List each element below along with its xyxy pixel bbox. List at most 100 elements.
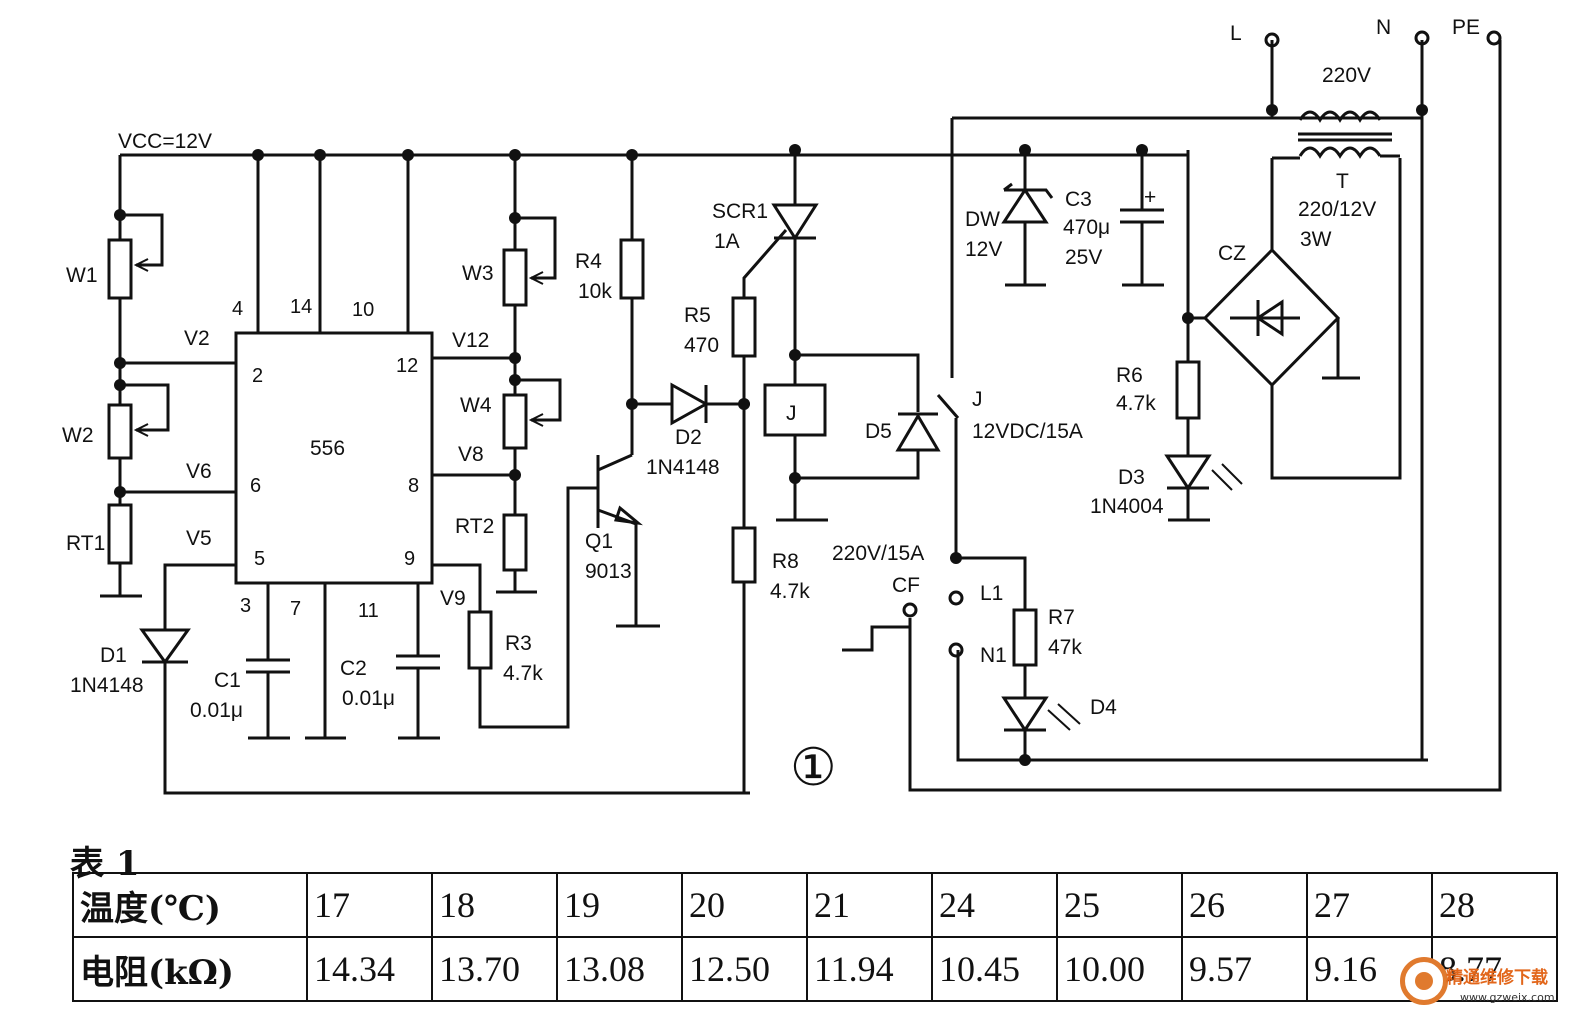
label-r4: R4 — [575, 250, 602, 273]
label-r3-val: 4.7k — [503, 662, 543, 685]
label-r3: R3 — [505, 632, 532, 655]
label-v5: V5 — [186, 527, 212, 550]
resistor-r7 — [1012, 608, 1038, 667]
q1-stage: R4 10k Q1 9013 D2 1N4148 — [575, 155, 750, 628]
left-divider: W1 W2 RT1 V2 V6 V5 — [62, 155, 236, 598]
label-r5-val: 470 — [684, 334, 719, 357]
pin-3: 3 — [240, 595, 251, 617]
watermark: 精通维修下载 www.gzweix.com — [1400, 955, 1575, 1017]
label-pe: PE — [1452, 16, 1480, 39]
circuit-schematic: VCC=12V W1 W2 RT1 V2 V6 V5 556 4 14 10 2… — [62, 16, 1502, 798]
label-vcc: VCC=12V — [118, 130, 212, 153]
table-cell: 13.70 — [431, 936, 558, 1002]
label-j-val: 12VDC/15A — [972, 420, 1083, 443]
resistor-w1 — [107, 238, 133, 300]
label-w1: W1 — [66, 264, 98, 287]
label-v9: V9 — [440, 587, 466, 610]
table-cell: 28 — [1431, 872, 1558, 938]
label-c2-val: 0.01μ — [342, 687, 395, 710]
label-scr1: SCR1 — [712, 200, 768, 223]
resistor-r6 — [1175, 360, 1201, 420]
label-t: T — [1336, 170, 1349, 193]
label-r7: R7 — [1048, 606, 1075, 629]
table-cell: 9.57 — [1181, 936, 1308, 1002]
label-d2: D2 — [675, 426, 702, 449]
table-cell: 12.50 — [681, 936, 808, 1002]
pin-8: 8 — [408, 475, 419, 497]
resistor-r8 — [731, 526, 757, 584]
r3-base: R3 4.7k — [432, 486, 598, 729]
label-q1: Q1 — [585, 530, 613, 553]
pin-10: 10 — [352, 299, 374, 321]
table-cell: 10.45 — [931, 936, 1058, 1002]
table-cell: 11.94 — [806, 936, 933, 1002]
pin-5: 5 — [254, 548, 265, 570]
table-cell: 9.16 — [1306, 936, 1433, 1002]
label-r8-val: 4.7k — [770, 580, 810, 603]
label-v6: V6 — [186, 460, 212, 483]
thermistor-rt1 — [107, 503, 133, 565]
label-d1: D1 — [100, 644, 127, 667]
label-l1: L1 — [980, 582, 1003, 605]
watermark-text: 精通维修下载 — [1446, 968, 1548, 988]
label-cf: CF — [892, 574, 920, 597]
ic-556: 556 4 14 10 2 12 6 8 5 9 3 7 11 — [232, 155, 434, 622]
label-c1-val: 0.01μ — [190, 699, 243, 722]
relay-j-coil — [763, 383, 827, 437]
label-d3-val: 1N4004 — [1090, 495, 1164, 518]
label-r6-val: 4.7k — [1116, 392, 1156, 415]
label-q1-val: 9013 — [585, 560, 632, 583]
label-relay-j: J — [786, 402, 797, 425]
table-cell: 25 — [1056, 872, 1183, 938]
label-r6: R6 — [1116, 364, 1143, 387]
label-c3-val: 470μ — [1063, 216, 1110, 239]
label-c3: C3 — [1065, 188, 1092, 211]
label-c3-plus: + — [1144, 186, 1156, 209]
table-cell: 24 — [931, 872, 1058, 938]
ic-label: 556 — [310, 437, 345, 460]
pin-6: 6 — [250, 475, 261, 497]
watermark-logo-icon — [1400, 957, 1448, 1005]
label-cf-rating: 220V/15A — [832, 542, 924, 565]
table-cell: 13.08 — [556, 936, 683, 1002]
label-v12: V12 — [452, 329, 489, 352]
label-c1: C1 — [214, 669, 241, 692]
label-t-val: 220/12V — [1298, 198, 1376, 221]
label-dw-val: 12V — [965, 238, 1002, 261]
resistor-r4 — [619, 238, 645, 300]
table-cell: 18 — [431, 872, 558, 938]
label-cz: CZ — [1218, 242, 1246, 265]
d1-feedback: D1 1N4148 — [70, 563, 750, 795]
label-mains: 220V — [1322, 64, 1371, 87]
table-cell: 17 — [306, 872, 433, 938]
label-d3: D3 — [1118, 466, 1145, 489]
label-d2-val: 1N4148 — [646, 456, 720, 479]
table-row-resistance: 电阻(kΩ) 14.34 13.70 13.08 12.50 11.94 10.… — [72, 936, 1558, 1002]
resistor-w2 — [107, 403, 133, 460]
table-cell: 20 — [681, 872, 808, 938]
pin-11: 11 — [358, 600, 379, 622]
thermistor-rt2 — [502, 513, 528, 572]
resistor-w4 — [502, 393, 528, 450]
table-cell: 8.77 — [1431, 936, 1558, 1002]
resistor-w3 — [502, 248, 528, 307]
table-cell: 14.34 — [306, 936, 433, 1002]
label-w2: W2 — [62, 424, 94, 447]
label-r4-val: 10k — [578, 280, 612, 303]
table-row-temperature: 温度(℃) 17 18 19 20 21 24 25 26 27 28 — [72, 872, 1558, 938]
label-r5: R5 — [684, 304, 711, 327]
table-cell: 19 — [556, 872, 683, 938]
timing-caps: C1 0.01μ C2 0.01μ — [190, 583, 440, 740]
label-rt2: RT2 — [455, 515, 494, 538]
table-cell: 10.00 — [1056, 936, 1183, 1002]
label-d5: D5 — [865, 420, 892, 443]
pin-9: 9 — [404, 548, 415, 570]
temperature-resistance-table: 温度(℃) 17 18 19 20 21 24 25 26 27 28 电阻(k… — [72, 872, 1558, 1002]
pin-7: 7 — [290, 598, 301, 620]
table-cell: 27 — [1306, 872, 1433, 938]
label-t-pow: 3W — [1300, 228, 1332, 251]
label-j: J — [972, 388, 983, 411]
resistor-r5 — [731, 296, 757, 358]
pin-4: 4 — [232, 298, 243, 320]
label-v2: V2 — [184, 327, 210, 350]
